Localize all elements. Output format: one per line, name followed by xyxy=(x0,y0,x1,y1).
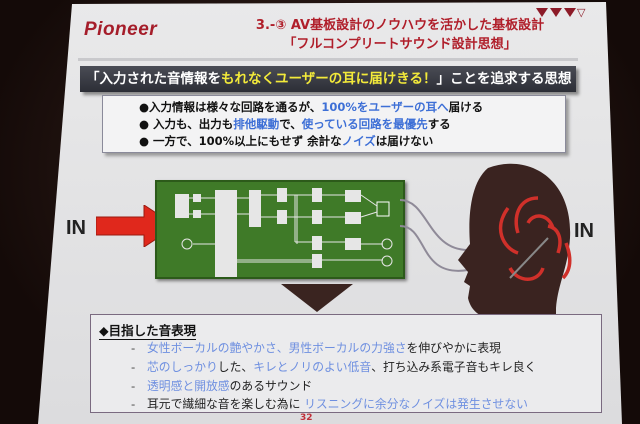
progress-marker-filled-icon xyxy=(536,8,548,17)
title-divider xyxy=(78,58,578,61)
goal-item: -耳元で繊細な音を楽しむ為に リスニングに余分なノイズは発生させない xyxy=(131,397,528,411)
concept-banner: 「入力された音情報をもれなくユーザーの耳に届けきる！」ことを追求する思想 xyxy=(80,66,576,92)
goals-box: ◆目指した音表現 -女性ボーカルの艶やかさ、男性ボーカルの力強さを伸びやかに表現… xyxy=(90,314,602,413)
circuit-traces xyxy=(175,188,393,285)
bullet-item: ● 一方で、100%以上にもせず 余計なノイズは届けない xyxy=(139,134,434,148)
down-arrow-icon xyxy=(281,284,353,312)
progress-marker-filled-icon xyxy=(564,8,576,17)
bullet-item: ●入力情報は様々な回路を通るが、100%をユーザーの耳へ届ける xyxy=(139,100,484,114)
progress-marker-empty-icon: ▽ xyxy=(577,6,586,19)
goal-item: -透明感と開放感のあるサウンド xyxy=(131,379,313,393)
slide-title: 3.-③ AV基板設計のノウハウを活かした基板設計 xyxy=(255,18,545,33)
bullet-item: ● 入力も、出力も排他駆動で、使っている回路を最優先する xyxy=(139,117,451,131)
progress-marker-filled-icon xyxy=(550,8,562,17)
circuit-board-diagram xyxy=(155,180,405,285)
input-label-right: IN xyxy=(574,220,594,242)
goals-heading: ◆目指した音表現 xyxy=(99,320,197,340)
banner-highlight: もれなくユーザーの耳に届けきる！ xyxy=(221,71,437,87)
listener-head-icon xyxy=(458,163,572,346)
earphone-cable xyxy=(399,199,469,272)
goal-item: -女性ボーカルの艶やかさ、男性ボーカルの力強さを伸びやかに表現 xyxy=(131,341,501,355)
slide-subtitle: 「フルコンプリートサウンド設計思想」 xyxy=(283,37,517,52)
pioneer-logo: Pioneer xyxy=(84,19,158,40)
bullet-box: ●入力情報は様々な回路を通るが、100%をユーザーの耳へ届ける ● 入力も、出力… xyxy=(102,95,566,153)
banner-text: 」ことを追求する思想 xyxy=(436,71,572,87)
page-number: 32 xyxy=(300,413,313,423)
input-label-left: IN xyxy=(66,217,86,239)
banner-text: 「入力された音情報を xyxy=(86,71,221,87)
goal-item: -芯のしっかりした、キレとノリのよい低音、打ち込み系電子音もキレ良く xyxy=(131,360,537,374)
